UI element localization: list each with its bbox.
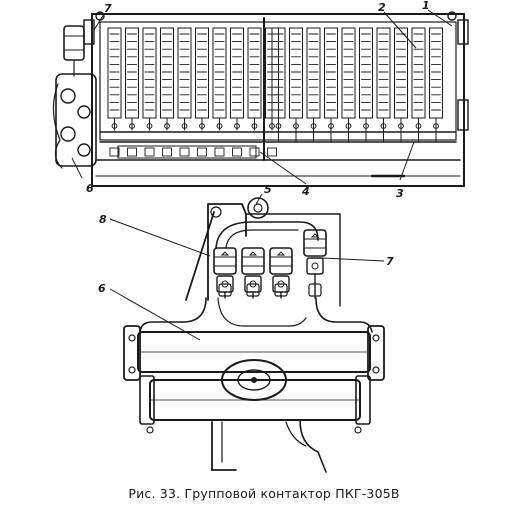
electropneumatic-valve [213, 247, 237, 299]
callout-8-front: 8 [99, 213, 107, 226]
valve-group [213, 229, 327, 299]
callout-7-front: 7 [386, 255, 394, 268]
contact-element [142, 27, 157, 157]
contact-element [341, 27, 356, 143]
contact-element [306, 27, 321, 143]
callout-6-top: 6 [86, 182, 94, 195]
electropneumatic-valve [303, 229, 327, 299]
contact-element [359, 27, 373, 143]
contact-element [394, 27, 408, 143]
contact-element [160, 27, 174, 157]
front-view-bracket [185, 203, 247, 301]
contact-element [429, 27, 443, 143]
callout-6-front: 6 [98, 282, 106, 295]
callout-4-top: 4 [301, 185, 310, 198]
electropneumatic-valve [241, 247, 265, 299]
leader-lines [71, 9, 453, 341]
contact-element [411, 27, 426, 143]
contact-element [195, 27, 209, 157]
camshaft-hub [221, 359, 287, 401]
callout-7-top: 7 [104, 2, 112, 15]
contact-element [271, 27, 286, 143]
callout-labels: 7 2 1 6 4 3 5 8 7 6 [86, 0, 430, 295]
figure-caption: Рис. 33. Групповой контактор ПКГ-305В [128, 486, 400, 501]
contact-element [230, 27, 244, 157]
callout-3-top: 3 [396, 187, 404, 200]
top-view-valve [63, 25, 85, 61]
callout-2-top: 2 [378, 1, 386, 14]
contact-element [324, 27, 338, 143]
front-view-eye [247, 197, 269, 219]
contact-element [177, 27, 192, 157]
contactor-front-view [123, 197, 385, 473]
contact-element [376, 27, 391, 143]
contact-element [125, 27, 139, 157]
contact-element [107, 27, 122, 157]
contactor-top-view [52, 11, 469, 187]
electropneumatic-valve [269, 247, 293, 299]
callout-1-top: 1 [422, 0, 430, 12]
contact-element [247, 27, 262, 157]
callout-5-front: 5 [264, 183, 272, 196]
contact-element [212, 27, 227, 157]
contact-element [289, 27, 303, 143]
contact-elements [107, 27, 443, 157]
